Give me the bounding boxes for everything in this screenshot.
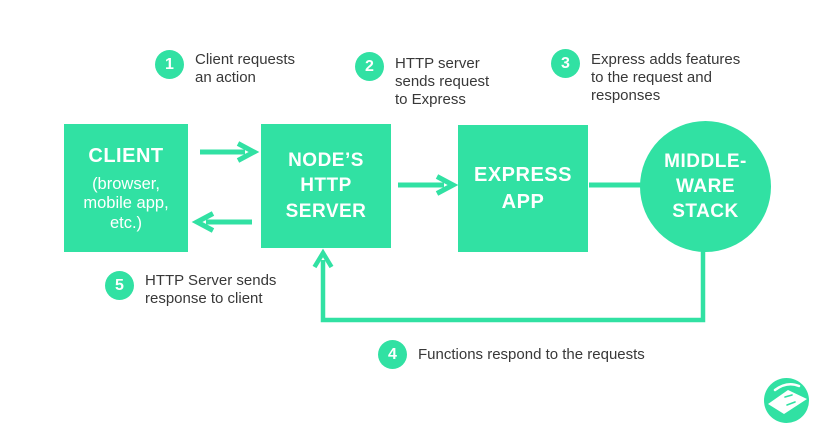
step-1-badge: 1 [155, 50, 184, 79]
step-2-badge: 2 [355, 52, 384, 81]
step-5: 5 HTTP Server sends response to client [105, 271, 276, 308]
step-3: 3 Express adds features to the request a… [551, 49, 740, 105]
middleware-stack-title: MIDDLE- WARE STACK [664, 150, 747, 223]
express-app-node: EXPRESS APP [458, 125, 588, 252]
express-app-title: EXPRESS APP [474, 164, 572, 213]
step-1-text: Client requests an action [195, 51, 296, 86]
step-2-text: HTTP server sends request to Express [395, 55, 490, 108]
step-1: 1 Client requests an action [155, 50, 295, 87]
middleware-stack-node: MIDDLE- WARE STACK [640, 121, 771, 252]
step-3-text: Express adds features to the request and… [591, 51, 741, 104]
step-4-badge: 4 [378, 340, 407, 369]
step-5-badge: 5 [105, 271, 134, 300]
arrow-client-to-node [200, 141, 260, 163]
node-http-server-node: NODE’S HTTP SERVER [261, 124, 391, 248]
client-node-subtitle: (browser, mobile app, etc.) [83, 174, 169, 232]
step-5-text: HTTP Server sends response to client [145, 272, 277, 307]
step-4: 4 Functions respond to the requests [378, 340, 645, 369]
arrow-node-to-client [191, 211, 252, 233]
client-node: CLIENT (browser, mobile app, etc.) [64, 124, 188, 252]
open-book-brand-logo-icon [764, 378, 809, 423]
step-2: 2 HTTP server sends request to Express [355, 52, 489, 109]
client-node-title: CLIENT [88, 144, 164, 167]
step-3-badge: 3 [551, 49, 580, 78]
step-4-text: Functions respond to the requests [418, 346, 645, 363]
elbow-middleware-to-node [312, 248, 706, 323]
arrow-node-to-express [398, 174, 459, 196]
node-http-server-title: NODE’S HTTP SERVER [285, 150, 367, 222]
